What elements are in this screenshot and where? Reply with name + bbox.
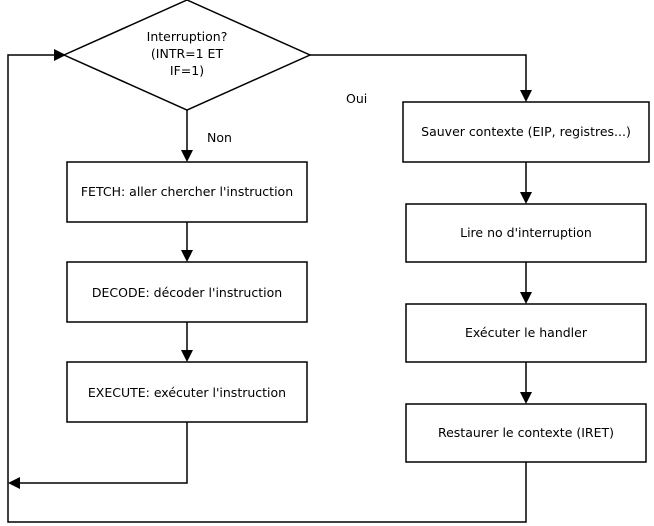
edge-label-no: Non [207, 130, 232, 145]
arrowhead-decision-left [54, 49, 66, 61]
decision-line-1: Interruption? [147, 29, 228, 44]
node-save-context: Sauver contexte (EIP, registres...) [402, 101, 650, 163]
node-read-interrupt-label: Lire no d'interruption [460, 225, 592, 240]
node-fetch-label: FETCH: aller chercher l'instruction [81, 184, 293, 199]
edge-restore-loop [7, 54, 527, 523]
node-decode: DECODE: décoder l'instruction [66, 261, 308, 323]
node-decode-box [66, 261, 308, 323]
arrowhead-execute-return [8, 477, 20, 489]
node-fetch: FETCH: aller chercher l'instruction [66, 161, 308, 223]
node-execute-label: EXECUTE: exécuter l'instruction [88, 385, 286, 400]
node-fetch-box [66, 161, 308, 223]
arrowhead-save [520, 90, 532, 102]
node-execute: EXECUTE: exécuter l'instruction [66, 361, 308, 423]
arrowhead-execute [181, 350, 193, 362]
node-save-context-label: Sauver contexte (EIP, registres...) [421, 124, 631, 139]
edge-label-yes: Oui [346, 91, 367, 106]
decision-line-3: IF=1) [170, 63, 204, 78]
decision-node: Interruption? (INTR=1 ET IF=1) [62, 0, 312, 111]
arrowhead-restore [520, 392, 532, 404]
node-exec-handler: Exécuter le handler [405, 303, 647, 363]
arrowhead-decode [181, 250, 193, 262]
node-read-interrupt: Lire no d'interruption [405, 203, 647, 263]
node-execute-box [66, 361, 308, 423]
edge-execute-return [18, 422, 188, 484]
node-restore-context-box [405, 403, 647, 463]
node-read-interrupt-box [405, 203, 647, 263]
node-exec-handler-box [405, 303, 647, 363]
node-restore-context: Restaurer le contexte (IRET) [405, 403, 647, 463]
arrowhead-read [520, 192, 532, 204]
node-restore-context-label: Restaurer le contexte (IRET) [438, 425, 614, 440]
decision-line-2: (INTR=1 ET [151, 46, 224, 61]
decision-diamond [62, 0, 312, 111]
node-save-context-box [402, 101, 650, 163]
edges [7, 49, 532, 523]
node-exec-handler-label: Exécuter le handler [465, 325, 588, 340]
arrowhead-handler [520, 292, 532, 304]
node-decode-label: DECODE: décoder l'instruction [92, 285, 282, 300]
edge-decision-to-save [310, 54, 527, 92]
arrowhead-fetch [181, 150, 193, 162]
